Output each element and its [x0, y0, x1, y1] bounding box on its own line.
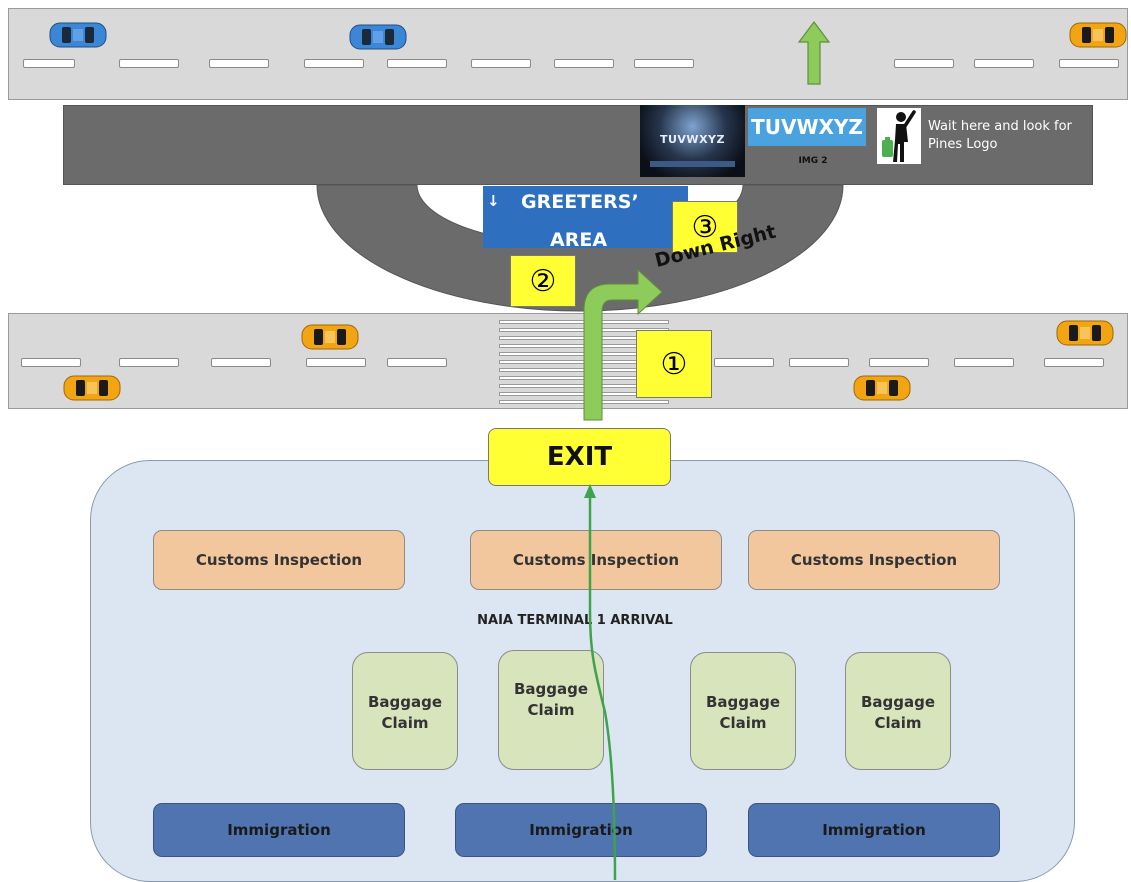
lane-marking	[21, 358, 81, 367]
greeters-area-sign: ↓ GREETERS’ AREA	[483, 186, 688, 248]
lane-marking	[869, 358, 929, 367]
customs-inspection-box: Customs Inspection	[470, 530, 722, 590]
taxi-icon	[1056, 320, 1114, 346]
baggage-claim-box: Baggage Claim	[845, 652, 951, 770]
car-icon	[349, 24, 407, 50]
terminal-title: NAIA TERMINAL 1 ARRIVAL	[477, 613, 673, 628]
brand-label-text: TUVWXYZ	[751, 115, 863, 139]
img-caption: IMG 2	[798, 156, 828, 166]
exit-label: EXIT	[546, 442, 613, 472]
customs-inspection-box: Customs Inspection	[153, 530, 405, 590]
top-road	[8, 8, 1128, 100]
greeters-area-label-line1: GREETERS’	[521, 191, 639, 213]
pickup-zone	[63, 105, 1093, 185]
step-2-marker: ②	[510, 255, 576, 307]
photo-sign-text: TUVWXYZ	[659, 133, 725, 146]
lane-marking	[209, 59, 269, 68]
lane-marking	[306, 358, 366, 367]
lane-marking	[119, 59, 179, 68]
taxi-icon	[853, 375, 911, 401]
lane-marking	[1059, 59, 1119, 68]
taxi-icon	[63, 375, 121, 401]
lane-marking	[789, 358, 849, 367]
lane-marking	[471, 59, 531, 68]
lane-marking	[387, 59, 447, 68]
lane-marking	[387, 358, 447, 367]
baggage-claim-box: Baggage Claim	[498, 650, 604, 770]
baggage-claim-box: Baggage Claim	[352, 652, 458, 770]
lane-marking	[304, 59, 364, 68]
immigration-box: Immigration	[748, 803, 1000, 857]
step-3-marker: ③	[672, 201, 738, 253]
brand-label: TUVWXYZ	[748, 108, 866, 146]
lane-marking	[211, 358, 271, 367]
down-arrow-icon: ↓	[487, 192, 500, 210]
lane-marking	[23, 59, 75, 68]
middle-road	[8, 313, 1128, 409]
lane-marking	[119, 358, 179, 367]
lane-marking	[954, 358, 1014, 367]
immigration-box: Immigration	[455, 803, 707, 857]
baggage-claim-box: Baggage Claim	[690, 652, 796, 770]
walking-path	[584, 484, 617, 881]
exit-sign: EXIT	[488, 428, 671, 486]
person-with-luggage-icon	[877, 108, 921, 164]
route-arrow-icon	[583, 268, 663, 421]
taxi-icon	[1069, 22, 1127, 48]
greeters-area-label-line2: AREA	[550, 229, 608, 248]
lane-marking	[1044, 358, 1104, 367]
lane-marking	[554, 59, 614, 68]
customs-inspection-box: Customs Inspection	[748, 530, 1000, 590]
lane-marking	[714, 358, 774, 367]
taxi-icon	[301, 324, 359, 350]
immigration-box: Immigration	[153, 803, 405, 857]
pickup-photo: TUVWXYZ	[640, 105, 745, 177]
lane-marking	[634, 59, 694, 68]
lane-marking	[894, 59, 954, 68]
step-1-marker: ①	[636, 330, 712, 398]
lane-marking	[974, 59, 1034, 68]
up-arrow-icon	[797, 21, 831, 85]
pickup-instruction: Wait here and look for Pines Logo	[928, 119, 1072, 152]
car-icon	[49, 22, 107, 48]
